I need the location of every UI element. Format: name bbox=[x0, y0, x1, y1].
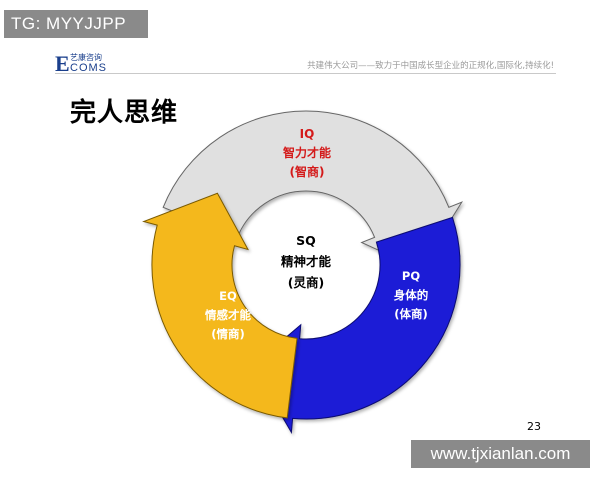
eq-label-alias: (情商) bbox=[211, 327, 245, 341]
pq-label-name: 身体的 bbox=[394, 288, 429, 302]
eq-label-code: EQ bbox=[219, 289, 237, 303]
slide-title: 完人思维 bbox=[70, 98, 179, 128]
tg-badge: TG: MYYJJPP bbox=[4, 10, 148, 38]
pq-label-alias: (体商) bbox=[394, 307, 428, 321]
eq-label: EQ 情感才能 (情商) bbox=[204, 289, 251, 341]
sq-label-code: SQ bbox=[296, 233, 316, 248]
iq-label-name: 智力才能 bbox=[282, 145, 331, 160]
header-divider bbox=[55, 73, 556, 74]
pq-arrow-segment bbox=[251, 216, 461, 435]
logo-chinese-name: 艺康咨询 bbox=[70, 53, 102, 62]
pq-label-code: PQ bbox=[402, 269, 420, 283]
header-tagline: 共建伟大公司——致力于中国成长型企业的正规化,国际化,持续化! bbox=[307, 61, 554, 71]
iq-label-alias: (智商) bbox=[290, 164, 325, 179]
sq-label-alias: (灵商) bbox=[288, 275, 324, 290]
iq-label: IQ 智力才能 (智商) bbox=[282, 127, 331, 179]
iq-arrow-segment bbox=[162, 110, 464, 270]
logo-text: COMS bbox=[70, 62, 107, 74]
iq-label-code: IQ bbox=[300, 127, 315, 141]
logo-letter: E bbox=[55, 51, 70, 76]
watermark-badge: www.tjxianlan.com bbox=[411, 440, 590, 468]
sq-label-name: 精神才能 bbox=[281, 254, 332, 269]
page-number: 23 bbox=[527, 420, 541, 433]
eq-arrow-segment bbox=[142, 192, 298, 419]
eq-label-name: 情感才能 bbox=[204, 308, 251, 322]
pq-label: PQ 身体的 (体商) bbox=[394, 269, 429, 321]
center-label: SQ 精神才能 (灵商) bbox=[281, 233, 332, 290]
